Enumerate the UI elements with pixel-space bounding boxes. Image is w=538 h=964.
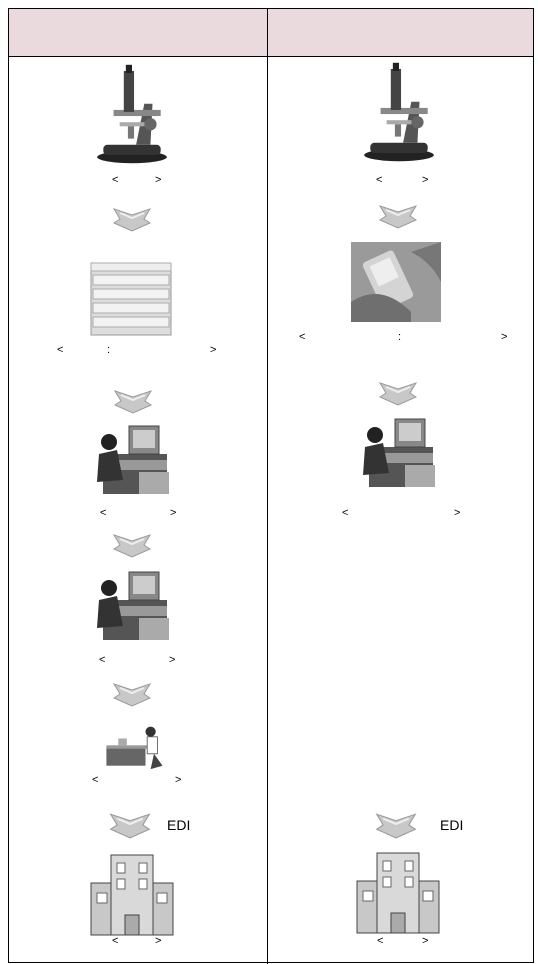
caption-close: > bbox=[210, 344, 217, 356]
building-icon bbox=[353, 847, 443, 937]
caption-colon: : bbox=[107, 344, 111, 356]
office-worker-icon bbox=[103, 719, 171, 775]
computer-user-icon bbox=[89, 565, 179, 647]
caption-close: > bbox=[155, 174, 162, 186]
caption-open: < bbox=[57, 344, 64, 356]
flow-arrow-icon bbox=[378, 379, 418, 407]
microscope-icon bbox=[358, 59, 440, 165]
caption-open: < bbox=[92, 774, 99, 786]
caption-close: > bbox=[501, 331, 508, 343]
caption-open: < bbox=[99, 654, 106, 666]
handheld-device-icon bbox=[351, 242, 441, 322]
flow-arrow-icon bbox=[108, 810, 152, 840]
caption-close: > bbox=[155, 935, 162, 947]
caption-close: > bbox=[422, 174, 429, 186]
flow-arrow-icon bbox=[112, 680, 152, 708]
caption-close: > bbox=[169, 654, 176, 666]
caption-close: > bbox=[170, 507, 177, 519]
header-cell-right bbox=[268, 9, 533, 56]
flow-arrow-icon bbox=[112, 531, 152, 559]
caption-colon: : bbox=[398, 331, 402, 343]
edi-label: EDI bbox=[167, 817, 191, 833]
computer-user-icon bbox=[355, 412, 445, 494]
caption-open: < bbox=[299, 331, 306, 343]
flow-arrow-icon bbox=[378, 202, 418, 230]
caption-close: > bbox=[454, 507, 461, 519]
table-header bbox=[9, 9, 533, 57]
microscope-icon bbox=[91, 61, 173, 167]
caption-open: < bbox=[100, 507, 107, 519]
flow-arrow-icon bbox=[374, 810, 418, 840]
column-divider bbox=[267, 9, 268, 964]
building-icon bbox=[87, 849, 177, 939]
caption-open: < bbox=[377, 935, 384, 947]
caption-close: > bbox=[175, 774, 182, 786]
caption-open: < bbox=[342, 507, 349, 519]
file-cabinet-icon bbox=[87, 259, 177, 339]
flow-arrow-icon bbox=[113, 387, 153, 415]
header-cell-left bbox=[9, 9, 267, 56]
caption-open: < bbox=[376, 174, 383, 186]
computer-user-icon bbox=[89, 419, 179, 501]
flow-comparison-table: < > < : > < > < > < > EDI < > < > < : > … bbox=[8, 8, 534, 964]
flow-arrow-icon bbox=[112, 205, 152, 233]
caption-open: < bbox=[112, 935, 119, 947]
edi-label: EDI bbox=[440, 817, 464, 833]
caption-close: > bbox=[422, 935, 429, 947]
caption-open: < bbox=[112, 174, 119, 186]
